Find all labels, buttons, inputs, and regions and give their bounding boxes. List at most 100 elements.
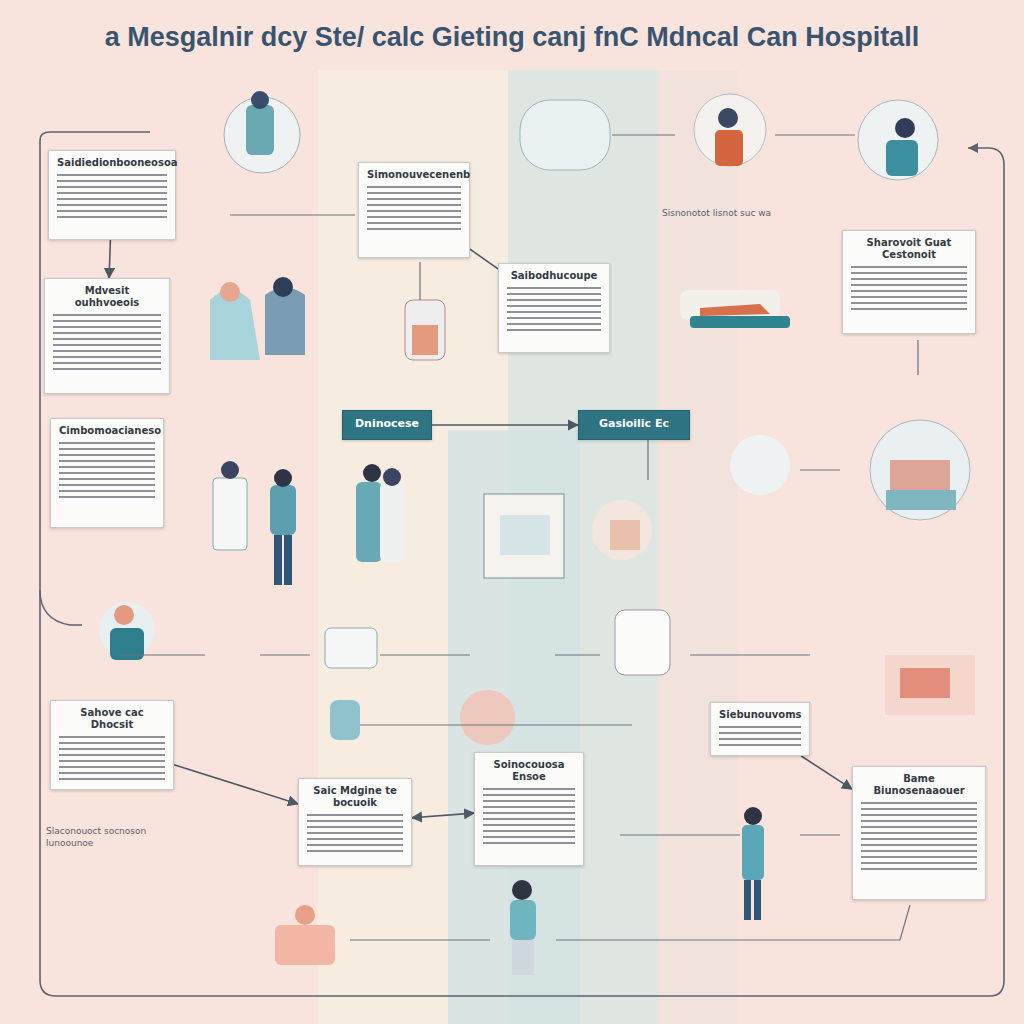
illustration-part: [742, 825, 764, 880]
illustration-part: [251, 91, 269, 109]
box-heading: Dninocese: [353, 417, 421, 430]
illustration-part: [460, 690, 515, 745]
illustration-part: [221, 461, 239, 479]
illustration-part: [325, 628, 377, 668]
info-box: Saidiedionbooneosoa: [48, 150, 176, 240]
illustration-part: [274, 469, 292, 487]
illustration-part: [484, 494, 564, 578]
illustration-part: [273, 277, 293, 297]
illustration-part: [405, 300, 445, 360]
connector-arrow: [412, 813, 474, 818]
illustration-part: [690, 316, 790, 328]
box-heading: Bame Biunosenaaouer: [861, 773, 977, 797]
info-box: Saic Mdgine te bocuoik: [298, 778, 412, 866]
illustration-part: [680, 290, 780, 320]
illustration-part: [230, 214, 355, 215]
illustration-part: [744, 807, 762, 825]
connector-arrow: [109, 240, 110, 278]
illustration-part: [380, 482, 404, 562]
note-text: Slaconouoct socnoson lunoounoe: [46, 826, 196, 849]
illustration-part: [40, 140, 1004, 996]
illustration-part: [275, 925, 335, 965]
illustration-part: [917, 340, 918, 375]
illustration-part: [612, 134, 675, 135]
text-lines-texture: [483, 788, 575, 844]
illustration-part: [900, 668, 950, 698]
illustration-part: [754, 880, 761, 920]
illustration-part: [615, 610, 670, 675]
illustration-part: [120, 654, 205, 655]
text-lines-texture: [367, 186, 461, 234]
info-box: Sharovoit Guat Cestonoit: [842, 230, 976, 334]
illustration-part: [412, 325, 438, 355]
illustration-part: [556, 905, 910, 940]
illustration-part: [40, 590, 82, 625]
box-heading: Siebunouvoms: [719, 709, 801, 721]
illustration-part: [383, 468, 401, 486]
text-lines-texture: [59, 442, 155, 498]
illustration-part: [620, 834, 740, 835]
box-heading: Sharovoit Guat Cestonoit: [851, 237, 967, 261]
illustration-part: [800, 469, 840, 470]
illustration-part: [419, 262, 420, 300]
illustration-part: [350, 939, 490, 940]
box-heading: Gasioilic Ec: [589, 417, 679, 430]
illustration-part: [700, 304, 770, 316]
illustration-part: [610, 520, 640, 550]
text-lines-texture: [719, 726, 801, 748]
illustration-part: [40, 132, 150, 140]
illustration-part: [800, 834, 840, 835]
illustration-part: [870, 420, 970, 520]
note-text: Sisnonotot lisnot suc wa: [662, 208, 812, 220]
illustration-part: [592, 500, 652, 560]
illustration-part: [885, 655, 975, 715]
illustration-part: [647, 440, 648, 480]
illustration-part: [555, 654, 600, 655]
connector-arrow: [470, 249, 498, 269]
info-box: Soinocouosa Ensoe: [474, 752, 584, 866]
illustration-part: [512, 940, 534, 975]
illustration-part: [895, 118, 915, 138]
info-box: Saibodhucoupe: [498, 263, 610, 353]
illustration-part: [886, 140, 918, 176]
illustration-part: [213, 478, 247, 550]
connector-arrow: [432, 424, 578, 426]
illustration-part: [274, 535, 282, 585]
box-heading: Simonouvecenenb: [367, 169, 461, 181]
illustration-part: [886, 490, 956, 510]
illustration-part: [360, 724, 632, 725]
illustration-part: [380, 654, 470, 655]
illustration-part: [265, 288, 305, 356]
illustration-part: [284, 535, 292, 585]
box-heading: Saidiedionbooneosoa: [57, 157, 167, 169]
text-lines-texture: [861, 802, 977, 872]
box-heading: Soinocouosa Ensoe: [483, 759, 575, 783]
illustration-part: [363, 464, 381, 482]
illustration-part: [330, 700, 360, 740]
text-lines-texture: [53, 314, 161, 370]
illustration-part: [500, 515, 550, 555]
section-tag: Gasioilic Ec: [578, 410, 690, 440]
illustration-part: [114, 605, 134, 625]
illustration-part: [295, 905, 315, 925]
box-heading: Mdvesit ouhhvoeois: [53, 285, 161, 309]
illustration-part: [718, 108, 738, 128]
info-box: Sahove cac Dhocsit: [50, 700, 174, 790]
box-heading: Saibodhucoupe: [507, 270, 601, 282]
illustration-part: [356, 482, 382, 562]
illustration-part: [715, 130, 743, 166]
info-box: Mdvesit ouhhvoeois: [44, 278, 170, 394]
illustration-part: [512, 880, 532, 900]
connector-arrow: [174, 765, 298, 804]
box-heading: Sahove cac Dhocsit: [59, 707, 165, 731]
box-heading: Saic Mdgine te bocuoik: [307, 785, 403, 809]
connector-arrow: [801, 756, 852, 789]
text-lines-texture: [59, 736, 165, 780]
info-box: Simonouvecenenb: [358, 162, 470, 258]
text-lines-texture: [851, 266, 967, 314]
illustration-part: [120, 135, 918, 940]
illustration-part: [744, 880, 751, 920]
illustration-part: [694, 94, 766, 166]
info-box: Bame Biunosenaaouer: [852, 766, 986, 900]
